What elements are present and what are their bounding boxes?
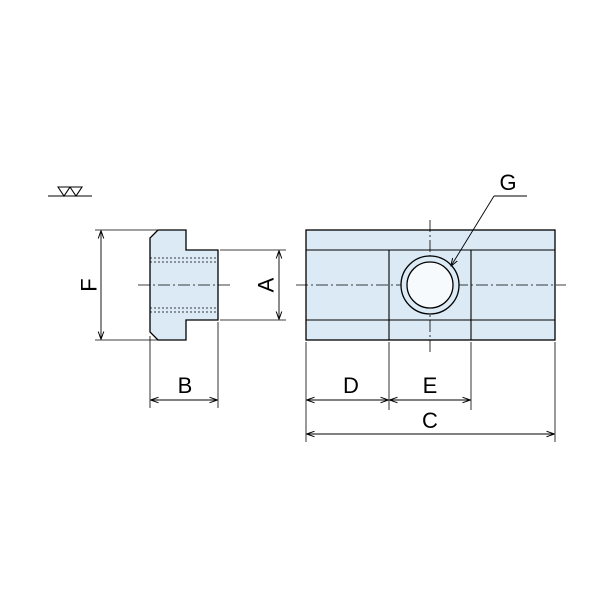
label-g: G [499, 170, 516, 195]
front-view [296, 220, 566, 352]
label-d: D [343, 373, 359, 398]
label-b: B [178, 373, 193, 398]
label-e: E [423, 373, 438, 398]
side-view [138, 229, 232, 341]
threaded-hole-inner [406, 261, 454, 309]
dimension-f: F [77, 229, 158, 341]
label-a: A [254, 277, 279, 292]
label-f: F [77, 278, 102, 291]
dimension-d-e-c: D E C [305, 342, 556, 442]
finish-triangles-icon [48, 186, 92, 197]
dimension-a: A [220, 249, 286, 321]
dimension-b: B [149, 322, 219, 408]
label-c: C [422, 408, 438, 433]
leader-g: G [451, 170, 527, 266]
